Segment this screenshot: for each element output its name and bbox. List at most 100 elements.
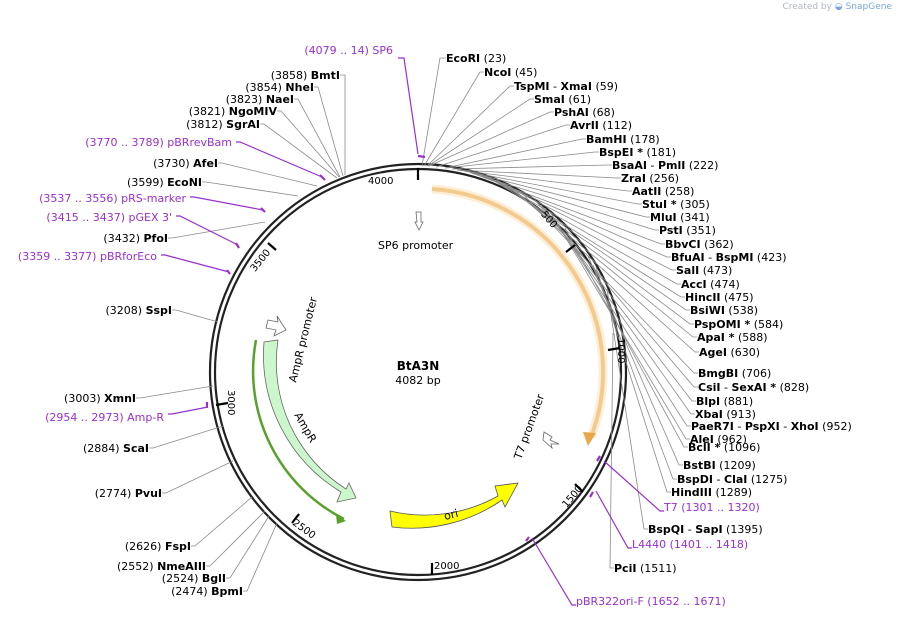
site-position: (475) bbox=[721, 291, 754, 304]
site-label: AatII (258) bbox=[632, 185, 694, 198]
site-position: (1209) bbox=[716, 459, 756, 472]
site-label: PstI (351) bbox=[659, 224, 716, 237]
site-position: (3812) bbox=[186, 118, 226, 131]
site-label: (3812) SgrAI bbox=[186, 118, 260, 131]
enzyme-name: BlpI bbox=[696, 395, 720, 408]
ampr-promoter-arrow bbox=[265, 315, 287, 337]
snapgene-logo-icon: ◒ bbox=[834, 2, 843, 12]
t7-promoter-label: T7 promoter bbox=[511, 392, 547, 462]
site-position: (1275) bbox=[747, 473, 787, 486]
primer-label: pBR322ori-F (1652 .. 1671) bbox=[576, 595, 726, 608]
primer-name: pBRforEco bbox=[100, 250, 157, 263]
enzyme-name: BspMI bbox=[716, 251, 754, 264]
enzyme-name: BmtI bbox=[311, 69, 340, 82]
enzyme-name: EcoNI bbox=[167, 176, 202, 189]
enzyme-name: PshAI bbox=[554, 106, 589, 119]
site-position: (3858) bbox=[271, 69, 311, 82]
sp6-promoter-label: SP6 promoter bbox=[378, 239, 454, 252]
site-label: EcoRI (23) bbox=[446, 52, 506, 65]
site-label: CsiI - SexAI * (828) bbox=[698, 381, 809, 394]
site-label: BfuAI - BspMI (423) bbox=[671, 251, 787, 264]
enzyme-name: AfeI bbox=[193, 157, 218, 170]
site-label: NcoI (45) bbox=[484, 66, 537, 79]
site-position: (1096) bbox=[720, 441, 760, 454]
site-label: (3730) AfeI bbox=[153, 157, 218, 170]
site-position: (3003) bbox=[64, 392, 104, 405]
site-position: (3854) bbox=[245, 81, 285, 94]
ampr-feature-arrow bbox=[263, 339, 357, 503]
enzyme-name: SspI bbox=[146, 304, 172, 317]
site-label: BsaAI - PmlI (222) bbox=[612, 159, 718, 172]
primer-label: (2954 .. 2973) Amp-R bbox=[45, 411, 164, 424]
site-label: PshAI (68) bbox=[554, 106, 615, 119]
site-label: PspOMI * (584) bbox=[694, 318, 783, 331]
enzyme-name: SexAI * bbox=[731, 381, 776, 394]
site-label: AvrII (112) bbox=[570, 119, 632, 132]
enzyme-name: XbaI bbox=[695, 408, 723, 421]
site-label: (2626) FspI bbox=[125, 540, 191, 553]
site-label: (3821) NgoMIV bbox=[189, 105, 278, 118]
ampr-promoter-label: AmpR promoter bbox=[286, 295, 320, 383]
enzyme-name: BsaAI bbox=[612, 159, 647, 172]
enzyme-name: PfoI bbox=[144, 232, 169, 245]
site-label: (3854) NheI bbox=[245, 81, 314, 94]
site-position: (2626) bbox=[125, 540, 165, 553]
primer-label: L4440 (1401 .. 1418) bbox=[632, 538, 748, 551]
site-position: (828) bbox=[776, 381, 809, 394]
primer-range: (3770 .. 3789) bbox=[85, 136, 164, 149]
enzyme-name: ScaI bbox=[123, 442, 149, 455]
primer-name: pBRrevBam bbox=[167, 136, 232, 149]
site-position: (2552) bbox=[117, 560, 157, 573]
site-position: (362) bbox=[701, 238, 734, 251]
enzyme-name: BclI * bbox=[688, 441, 721, 454]
site-position: (630) bbox=[727, 346, 760, 359]
primer-range: (1652 .. 1671) bbox=[647, 595, 726, 608]
site-label: ApaI * (588) bbox=[697, 331, 768, 344]
site-position: (68) bbox=[589, 106, 615, 119]
site-label: TspMI - XmaI (59) bbox=[514, 80, 618, 93]
sp6-promoter-arrow bbox=[414, 211, 424, 231]
site-position: - bbox=[550, 80, 561, 93]
enzyme-name: EcoRI bbox=[446, 52, 480, 65]
site-position: (538) bbox=[725, 304, 758, 317]
enzyme-name: PaeR7I bbox=[691, 420, 734, 433]
tick-3000: 3000 bbox=[225, 390, 236, 415]
site-label: AgeI (630) bbox=[699, 346, 760, 359]
enzyme-name: PvuI bbox=[135, 487, 162, 500]
site-label: BclI * (1096) bbox=[688, 441, 760, 454]
site-label: (2474) BpmI bbox=[171, 585, 243, 598]
primer-name: pBR322ori-F bbox=[576, 595, 644, 608]
site-label: BlpI (881) bbox=[696, 395, 753, 408]
backbone-outer-circle bbox=[208, 162, 628, 582]
site-label: BspDI - ClaI (1275) bbox=[677, 473, 787, 486]
site-position: - bbox=[647, 159, 658, 172]
site-position: (305) bbox=[677, 198, 710, 211]
site-connector-lines bbox=[136, 57, 699, 592]
enzyme-name: NaeI bbox=[266, 93, 294, 106]
enzyme-name: BsiWI bbox=[690, 304, 725, 317]
site-label: HindIII (1289) bbox=[671, 486, 752, 499]
site-label: (3599) EcoNI bbox=[127, 176, 202, 189]
primer-range: (3359 .. 3377) bbox=[18, 250, 97, 263]
site-label: AleI (962) bbox=[690, 433, 747, 446]
enzyme-name: BspQI bbox=[648, 523, 684, 536]
site-label: StuI * (305) bbox=[642, 198, 710, 211]
enzyme-name: BspDI bbox=[677, 473, 713, 486]
site-position: (222) bbox=[685, 159, 718, 172]
primer-range: (1401 .. 1418) bbox=[670, 538, 749, 551]
site-position: (473) bbox=[699, 264, 732, 277]
primer-name: pGEX 3' bbox=[128, 211, 172, 224]
site-position: (952) bbox=[819, 420, 852, 433]
primer-label: (4079 .. 14) SP6 bbox=[304, 44, 393, 57]
tick-2000: 2000 bbox=[434, 561, 459, 572]
site-position: - bbox=[684, 523, 695, 536]
enzyme-name: MluI bbox=[650, 211, 677, 224]
enzyme-name: TspMI bbox=[514, 80, 550, 93]
snapgene-watermark: Created by ◒ SnapGene bbox=[782, 2, 892, 12]
plasmid-length: 4082 bp bbox=[395, 374, 440, 387]
label-layer: EcoRI (23)NcoI (45)TspMI - XmaI (59)SmaI… bbox=[18, 44, 852, 608]
site-position: (3432) bbox=[103, 232, 143, 245]
primer-label: (3537 .. 3556) pRS-marker bbox=[39, 192, 186, 205]
enzyme-name: NheI bbox=[285, 81, 314, 94]
site-position: (1395) bbox=[723, 523, 763, 536]
